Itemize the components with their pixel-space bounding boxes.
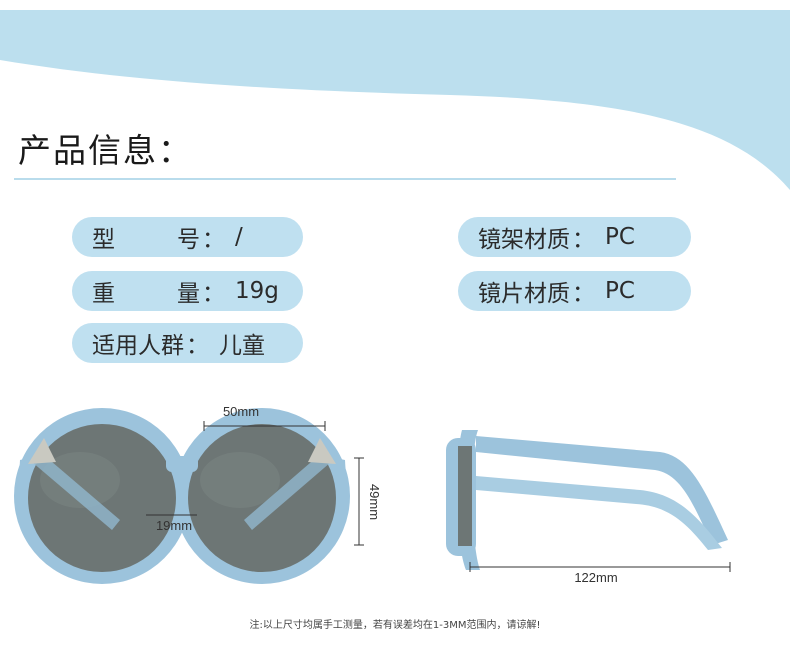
measurement-footnote: 注:以上尺寸均属手工测量，若有误差均在1-3MM范围内，请谅解!	[249, 620, 541, 631]
spec-value: /	[235, 224, 243, 250]
spec-audience: 适用人群：儿童	[72, 323, 303, 363]
spec-weight: 重 量 ：19g	[72, 271, 303, 311]
dimension-temple-length-label: 122mm	[574, 570, 617, 585]
spec-model: 型 号 ：/	[72, 217, 303, 257]
dimension-lens-width-label: 50mm	[223, 404, 259, 419]
sunglasses-front-view	[14, 408, 350, 584]
dimension-bridge-label: 19mm	[156, 518, 192, 533]
spec-frame-material: 镜架材质：PC	[458, 217, 691, 257]
spec-label: 适用人群	[92, 333, 184, 359]
page-title: 产品信息：	[18, 131, 193, 170]
sunglasses-illustration: 50mm 19mm 49mm 122mm	[14, 404, 731, 585]
title-divider	[14, 178, 676, 180]
spec-lens-material: 镜片材质：PC	[458, 271, 691, 311]
dimension-lens-height-label: 49mm	[367, 484, 382, 520]
spec-label: 重 量	[92, 281, 200, 307]
spec-value: PC	[605, 224, 635, 250]
sunglasses-side-view	[446, 430, 728, 570]
spec-label: 镜架材质	[478, 227, 570, 253]
spec-label: 型 号	[92, 227, 200, 253]
spec-value: 儿童	[219, 333, 265, 359]
spec-label: 镜片材质	[478, 281, 570, 307]
spec-value: PC	[605, 278, 635, 304]
spec-value: 19g	[235, 278, 279, 304]
top-wave-background	[0, 0, 790, 190]
